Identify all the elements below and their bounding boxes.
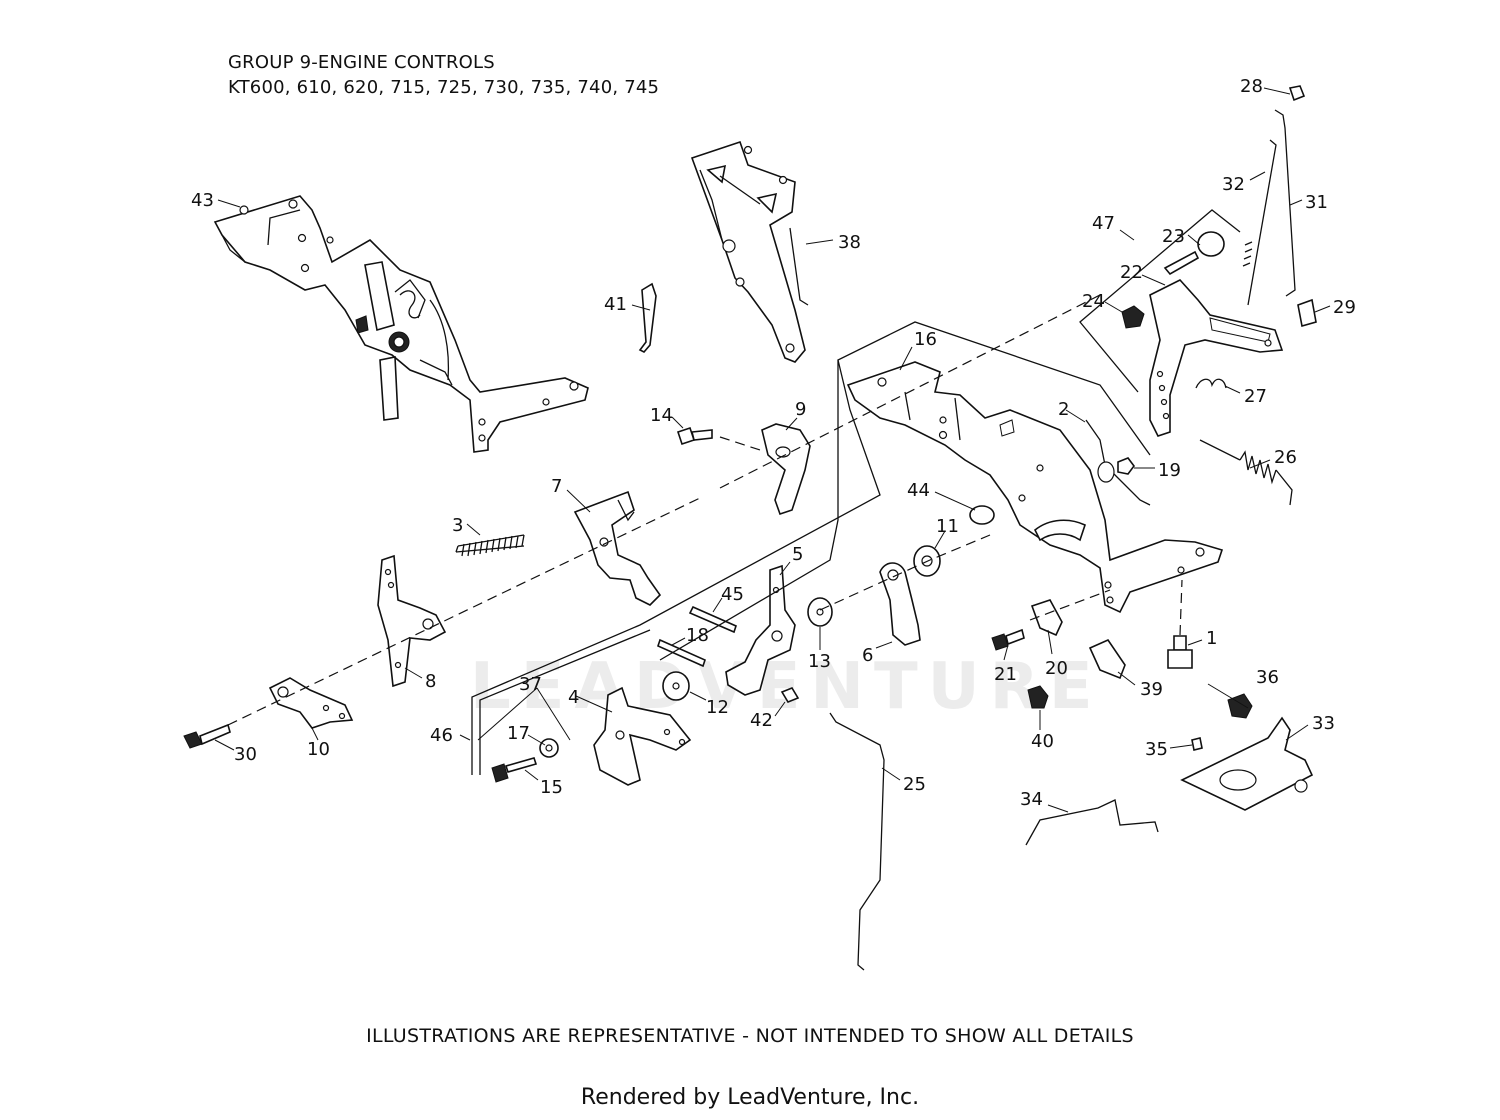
part-7-bracket bbox=[573, 490, 662, 606]
part-19-nut bbox=[1117, 457, 1135, 475]
part-44-spacer bbox=[969, 505, 995, 525]
callout-10: 10 bbox=[307, 739, 330, 760]
callout-16: 16 bbox=[914, 329, 937, 350]
callout-43: 43 bbox=[191, 190, 214, 211]
model-list: KT600, 610, 620, 715, 725, 730, 735, 740… bbox=[228, 77, 660, 98]
disclaimer-text: ILLUSTRATIONS ARE REPRESENTATIVE - NOT I… bbox=[366, 1025, 1134, 1047]
callout-19: 19 bbox=[1158, 460, 1181, 481]
callout-13: 13 bbox=[808, 651, 831, 672]
part-26-spring bbox=[1199, 439, 1293, 506]
credit-text: Rendered by LeadVenture, Inc. bbox=[580, 1085, 920, 1110]
callout-25: 25 bbox=[903, 774, 926, 795]
callout-39: 39 bbox=[1140, 679, 1163, 700]
callout-35: 35 bbox=[1145, 739, 1168, 760]
part-18-pin bbox=[657, 638, 706, 668]
callout-36: 36 bbox=[1256, 667, 1279, 688]
part-39-clip bbox=[1088, 638, 1126, 680]
part-10-plate bbox=[268, 677, 354, 729]
part-42-nut bbox=[780, 687, 800, 703]
callout-6: 6 bbox=[862, 645, 873, 666]
callout-42: 42 bbox=[750, 710, 773, 731]
part-22-lever bbox=[1149, 279, 1284, 437]
part-1-stud bbox=[1167, 635, 1193, 669]
callout-26: 26 bbox=[1274, 447, 1297, 468]
callout-14: 14 bbox=[650, 405, 673, 426]
callout-45: 45 bbox=[721, 584, 744, 605]
callout-17: 17 bbox=[507, 723, 530, 744]
part-4-bracket bbox=[593, 686, 692, 786]
callout-15: 15 bbox=[540, 777, 563, 798]
part-32-rod bbox=[1247, 139, 1277, 306]
part-6-lever bbox=[879, 562, 921, 646]
callout-47: 47 bbox=[1092, 213, 1115, 234]
callout-11: 11 bbox=[936, 516, 959, 537]
part-28-nut bbox=[1288, 85, 1306, 102]
watermark-text: LEADVENTURE bbox=[470, 650, 1103, 724]
callout-34: 34 bbox=[1020, 789, 1043, 810]
callout-40: 40 bbox=[1031, 731, 1054, 752]
callout-3: 3 bbox=[452, 515, 463, 536]
callout-23: 23 bbox=[1162, 226, 1185, 247]
callout-30: 30 bbox=[234, 744, 257, 765]
diagram-title: GROUP 9-ENGINE CONTROLS bbox=[228, 52, 495, 73]
callout-44: 44 bbox=[907, 480, 930, 501]
assembly-boundary-lines bbox=[471, 209, 1241, 775]
part-35-bolt bbox=[1191, 737, 1203, 751]
part-20-clip bbox=[1030, 599, 1063, 637]
part-3-spring bbox=[455, 534, 525, 557]
callout-9: 9 bbox=[795, 399, 806, 420]
part-14-bolt bbox=[676, 426, 713, 446]
callout-18: 18 bbox=[686, 625, 709, 646]
part-30-bolt bbox=[183, 723, 231, 749]
part-15-bolt bbox=[491, 757, 538, 783]
callout-37: 37 bbox=[519, 674, 542, 695]
callout-41: 41 bbox=[604, 294, 627, 315]
callout-21: 21 bbox=[994, 664, 1017, 685]
part-41-rod bbox=[638, 282, 657, 353]
callout-29: 29 bbox=[1333, 297, 1356, 318]
leader-lines bbox=[214, 87, 1331, 813]
callout-46: 46 bbox=[430, 725, 453, 746]
part-29-clip bbox=[1297, 298, 1317, 328]
callout-31: 31 bbox=[1305, 192, 1328, 213]
part-32-spring bbox=[1242, 241, 1253, 267]
part-38-plate bbox=[690, 140, 809, 363]
part-9-cam bbox=[761, 423, 811, 516]
callout-24: 24 bbox=[1082, 291, 1105, 312]
callout-28: 28 bbox=[1240, 76, 1263, 97]
part-40-nut bbox=[1027, 685, 1049, 709]
callout-20: 20 bbox=[1045, 658, 1068, 679]
callout-12: 12 bbox=[706, 697, 729, 718]
callout-8: 8 bbox=[425, 671, 436, 692]
callout-22: 22 bbox=[1120, 262, 1143, 283]
callout-33: 33 bbox=[1312, 713, 1335, 734]
callout-38: 38 bbox=[838, 232, 861, 253]
centerlines bbox=[227, 294, 1183, 726]
part-27-spring bbox=[1195, 378, 1227, 389]
part-45-pin bbox=[688, 605, 737, 634]
callout-1: 1 bbox=[1206, 628, 1217, 649]
part-43-control-bracket bbox=[213, 195, 589, 453]
part-23-knob bbox=[1163, 231, 1225, 276]
callout-labels: 43 38 41 14 9 7 3 8 10 30 16 2 19 44 11 … bbox=[191, 76, 1356, 810]
part-21-bolt bbox=[991, 628, 1025, 651]
part-8-lever bbox=[377, 554, 447, 688]
part-34-rod bbox=[1025, 799, 1159, 846]
callout-32: 32 bbox=[1222, 174, 1245, 195]
callout-2: 2 bbox=[1058, 399, 1069, 420]
part-31-rod bbox=[1274, 109, 1296, 297]
callout-27: 27 bbox=[1244, 386, 1267, 407]
callout-5: 5 bbox=[792, 544, 803, 565]
part-16-main-bracket bbox=[846, 361, 1224, 614]
part-33-plate bbox=[1180, 716, 1314, 811]
part-25-rod bbox=[829, 712, 885, 971]
callout-7: 7 bbox=[551, 476, 562, 497]
part-24-nut bbox=[1121, 305, 1145, 329]
callout-4: 4 bbox=[568, 687, 579, 708]
